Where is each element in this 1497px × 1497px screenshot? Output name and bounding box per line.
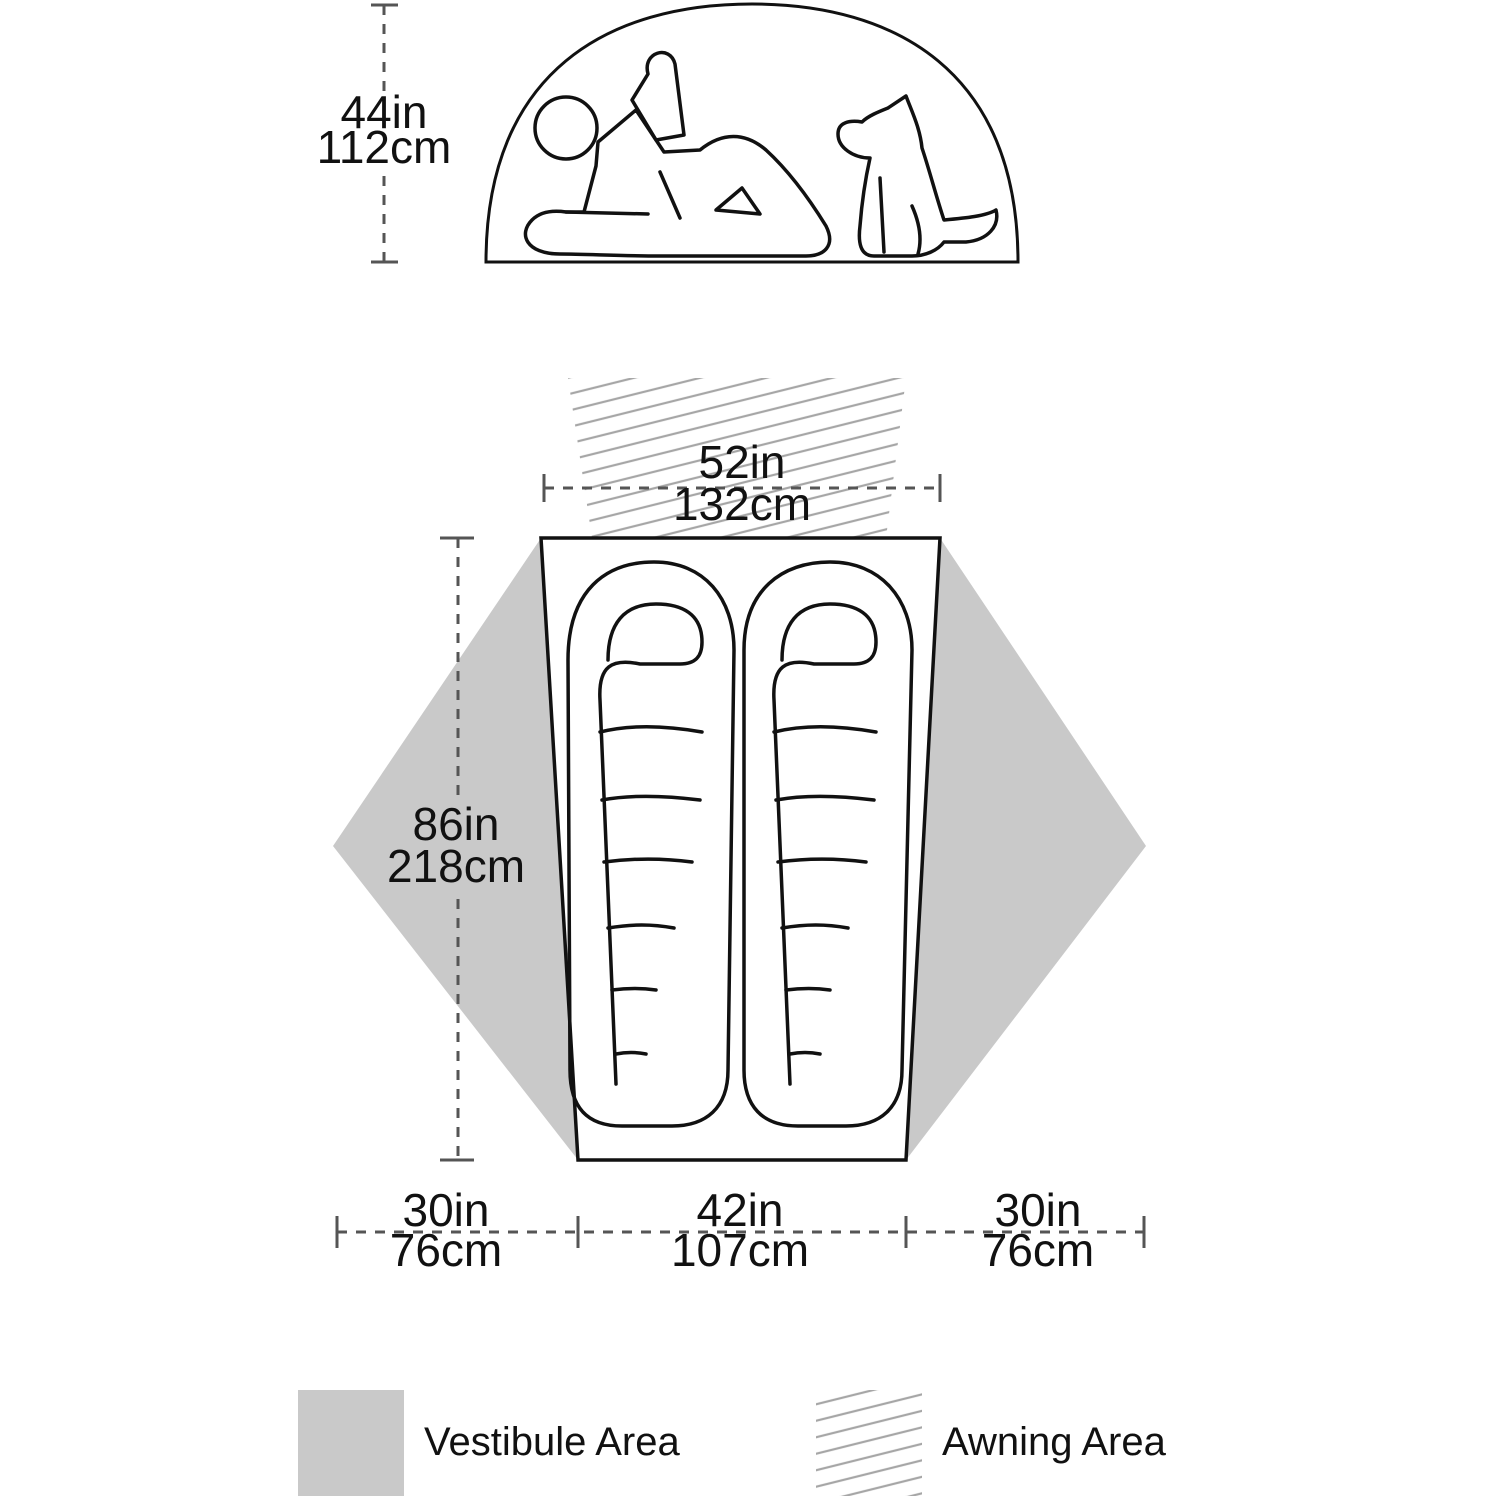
person-reclining-icon [523,50,832,258]
legend-awning-label: Awning Area [942,1420,1167,1464]
foot-width-left-imperial: 30in [403,1184,490,1236]
foot-width-right-imperial: 30in [995,1184,1082,1236]
foot-width-center-metric: 107cm [671,1224,809,1276]
foot-width-left-metric: 76cm [390,1224,502,1276]
length-metric: 218cm [387,840,525,892]
foot-width-center-imperial: 42in [697,1184,784,1236]
height-imperial: 44in [341,86,428,138]
head-width-imperial: 52in [699,436,786,488]
foot-width-right-metric: 76cm [982,1224,1094,1276]
head-width-dimension: 52in 132cm [542,436,942,530]
floor-plan-view: 52in 132cm 86in 218cm 30in 76cm 42in 107 [333,378,1146,1276]
sleeping-bag-left-icon [566,560,736,1128]
legend-awning-swatch [816,1390,922,1496]
length-dimension: 86in 218cm [387,536,526,1162]
height-dimension: 44in 112cm [317,3,452,264]
side-profile-view: 44in 112cm [317,2,1020,264]
dog-icon [836,94,999,258]
height-metric: 112cm [317,121,452,173]
tent-floor [539,536,942,1162]
legend-vestibule-swatch [298,1390,404,1496]
head-width-metric: 132cm [673,478,811,530]
foot-width-dimensions: 30in 76cm 42in 107cm 30in 76cm [335,1184,1146,1276]
length-imperial: 86in [413,798,500,850]
vestibule-right [906,538,1146,1160]
sleeping-bag-right-icon [742,560,914,1128]
tent-dome-outline [484,2,1020,264]
legend: Vestibule Area Awning Area [298,1390,1167,1496]
awning-area [568,378,906,538]
legend-vestibule-label: Vestibule Area [424,1420,680,1464]
